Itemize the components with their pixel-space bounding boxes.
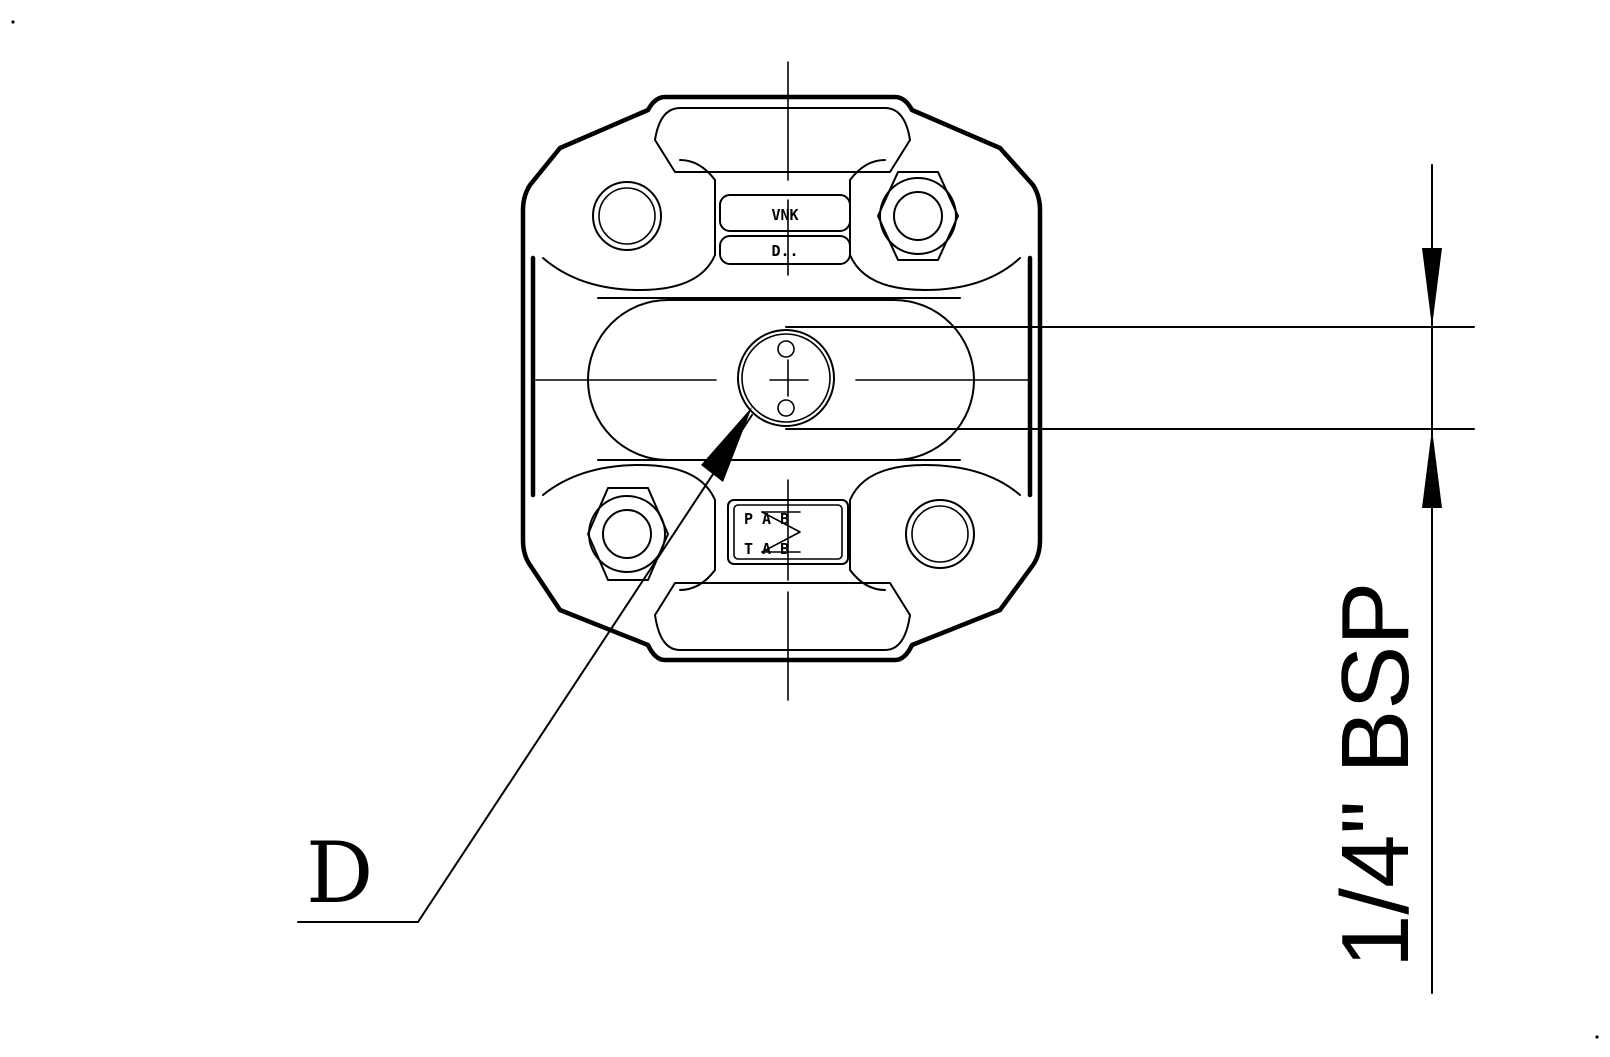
bottom-left-lobe bbox=[542, 464, 716, 591]
dimension-arrow-top bbox=[1422, 248, 1442, 327]
corner-dot-bottom-right bbox=[1595, 1035, 1599, 1039]
callout-d: D bbox=[297, 407, 753, 923]
top-pocket bbox=[654, 107, 911, 173]
bottom-plate-line-2: T A B bbox=[744, 540, 789, 558]
body-outline bbox=[520, 94, 1043, 663]
center-lines bbox=[535, 61, 1029, 701]
dimension-label: 1/4" BSP bbox=[1322, 582, 1429, 968]
port-dimension: 1/4" BSP bbox=[785, 164, 1475, 994]
bolts bbox=[587, 171, 975, 581]
dimension-arrow-bottom bbox=[1422, 429, 1442, 508]
callout-leader bbox=[417, 414, 753, 923]
port-pin-top bbox=[777, 340, 795, 358]
center-port bbox=[737, 329, 835, 427]
bottom-pocket bbox=[654, 582, 911, 651]
callout-label: D bbox=[306, 824, 373, 922]
bolt-bottom-left-hex bbox=[587, 487, 669, 581]
top-left-lobe bbox=[542, 159, 716, 291]
top-right-lobe bbox=[849, 159, 1021, 291]
bolt-top-left bbox=[592, 181, 662, 251]
callout-arrowhead bbox=[701, 407, 752, 482]
bottom-right-lobe bbox=[849, 464, 1021, 591]
top-plate-line-1: VNK bbox=[771, 206, 798, 224]
bolt-bottom-right bbox=[905, 499, 975, 569]
bolt-top-right-hex bbox=[877, 171, 959, 261]
valve-body bbox=[520, 94, 1043, 663]
bottom-plate-line-1: P A B bbox=[744, 510, 789, 528]
corner-dot-top-left bbox=[11, 20, 15, 24]
top-nameplate: VNK D.. bbox=[719, 194, 851, 265]
port-pin-bottom bbox=[777, 399, 795, 417]
top-plate-line-2: D.. bbox=[771, 242, 798, 260]
